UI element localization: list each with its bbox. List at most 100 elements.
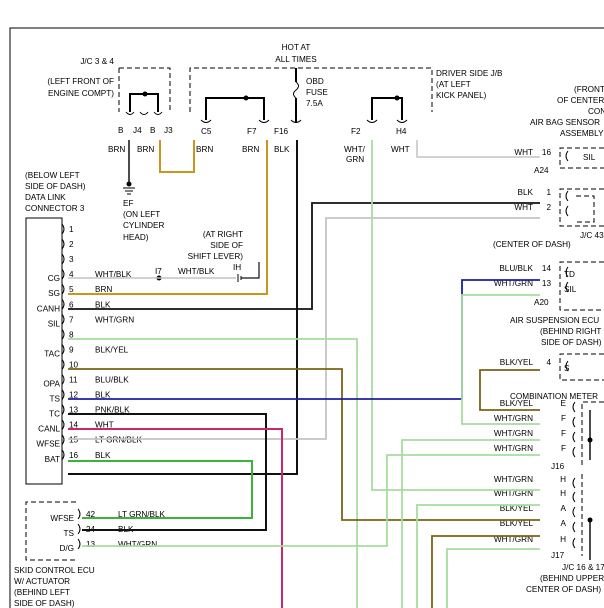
meter-row-pin: H	[560, 535, 566, 544]
wire-wht-grn-dg	[82, 454, 540, 547]
wire-brn-sg	[68, 140, 268, 295]
dlc-pin-name: CG	[48, 274, 60, 283]
dlc-pin-number: 8	[69, 330, 74, 339]
shift-wire-label: WHT/BLK	[178, 267, 215, 276]
right-sil-1: SIL	[583, 153, 596, 162]
right-connector-pin: 16	[542, 148, 552, 157]
driver-jb-box	[189, 67, 433, 112]
front-console-3: CONSOLE)	[588, 107, 604, 116]
dlc-pin-wire-label: BLK	[95, 451, 111, 460]
dlc-pin-number: 3	[69, 255, 74, 264]
ef-line-4: HEAD)	[123, 233, 149, 242]
dlc-pin-wire-label: PNK/BLK	[95, 406, 130, 415]
i7-label: I7	[155, 267, 162, 276]
wire-wht-grn-meter-3	[446, 548, 540, 608]
j3-label: J3	[164, 126, 173, 135]
meter-row-wire-label: BLK/YEL	[500, 504, 534, 513]
shift-line-2: SIDE OF	[210, 241, 243, 250]
front-console-1: (FRONT	[574, 85, 604, 94]
dlc-pin-name: WFSE	[36, 440, 60, 449]
jc1617-box	[581, 401, 604, 556]
skid-line-3: (BEHIND LEFT	[14, 588, 70, 597]
skid-line-2: W/ ACTUATOR	[14, 577, 70, 586]
jc43-line-1: J/C 43	[580, 231, 604, 240]
ef-ground: EF (ON LEFT CYLINDER HEAD)	[123, 181, 164, 242]
airbag-1: AIR BAG SENSOR	[530, 118, 600, 127]
right-connector-pin: 2	[546, 203, 551, 212]
dlc-connector	[25, 217, 63, 485]
meter-row-pin: F	[561, 414, 566, 423]
dlc-pin-number: 6	[69, 300, 74, 309]
skid-pin-name: D/G	[59, 544, 74, 553]
f2-label: F2	[351, 127, 361, 136]
wire-blk-canh	[68, 202, 540, 310]
dlc-pin-wire-label: WHT/GRN	[95, 315, 134, 324]
wire-brn-j3-c5	[159, 140, 195, 173]
dlc-pin-wire-label: WHT	[95, 421, 114, 430]
dlc-pin: 10	[61, 359, 79, 370]
c5-f7-buss	[205, 97, 265, 120]
dlc-line-3: DATA LINK	[25, 193, 66, 202]
skid-pin-number: 42	[86, 510, 96, 519]
shift-lever-circuit: I7 IH WHT/BLK	[155, 263, 242, 282]
wire-ltgrn-blk-wfse	[68, 460, 253, 519]
meter-row-wire-label: BLK/YEL	[500, 399, 534, 408]
right-connector-name: S	[564, 364, 570, 373]
ef-line-1: EF	[123, 199, 133, 208]
a24-label: A24	[534, 166, 549, 175]
wire-wht-grn-sil	[68, 338, 358, 608]
dlc-line-2: SIDE OF DASH)	[25, 182, 86, 191]
jc34-line-2: (LEFT FRONT OF	[47, 77, 114, 86]
right-connector-wire-label: WHT	[514, 148, 533, 157]
dlc-pin: 1	[61, 223, 74, 235]
combo-top-box	[559, 353, 604, 381]
right-connector-wire-label: BLK	[518, 188, 534, 197]
skid-pin-name: TS	[64, 529, 75, 538]
jc34-line-1: J/C 3 & 4	[80, 57, 114, 66]
wire-paths	[68, 140, 593, 608]
dlc-pin: 3	[61, 253, 74, 265]
hot-line-2: ALL TIMES	[275, 55, 317, 64]
meter-row-pin: H	[560, 475, 566, 484]
wire-wht-canl	[68, 217, 540, 440]
skid-pin-wire-label: WHT/GRN	[118, 540, 157, 549]
wire-blk-yel-meter	[431, 535, 540, 608]
right-connector-pin: 13	[542, 279, 552, 288]
meter-row-wire-label: WHT/GRN	[494, 444, 533, 453]
dlc-pin-wire-label: BLK	[95, 300, 111, 309]
a20-label: A20	[534, 298, 549, 307]
dlc-pin-wire-label: LT GRN/BLK	[95, 436, 143, 445]
wire-blk-yel-s	[479, 369, 540, 411]
dlc-pin: 2	[61, 238, 74, 250]
skid-ecu-box	[25, 501, 76, 561]
wire-wht-grn-f2	[371, 140, 540, 491]
right-connector-wire-label: BLU/BLK	[499, 264, 533, 273]
jc1617-line-2: (BEHIND UPPER	[540, 574, 604, 583]
dlc-pin-name: TS	[50, 395, 61, 404]
wire-label-wht: WHT	[391, 145, 410, 154]
dlc-pin-number: 12	[69, 391, 79, 400]
f16-label: F16	[274, 127, 289, 136]
wire-wht-grn-meter-1	[401, 439, 540, 608]
air-susp-line-1: AIR SUSPENSION ECU	[510, 316, 599, 325]
fuse-line-2: FUSE	[306, 88, 328, 97]
fuse-line-3: 7.5A	[306, 99, 323, 108]
dlc-pin-number: 11	[69, 376, 78, 385]
jc43-inner-box	[576, 195, 595, 223]
dlc-pin-number: 14	[69, 421, 79, 430]
dlc-pin-number: 4	[69, 270, 74, 279]
jc1617-line-1: J/C 16 & 17	[562, 563, 604, 572]
ih-label: IH	[233, 263, 241, 272]
